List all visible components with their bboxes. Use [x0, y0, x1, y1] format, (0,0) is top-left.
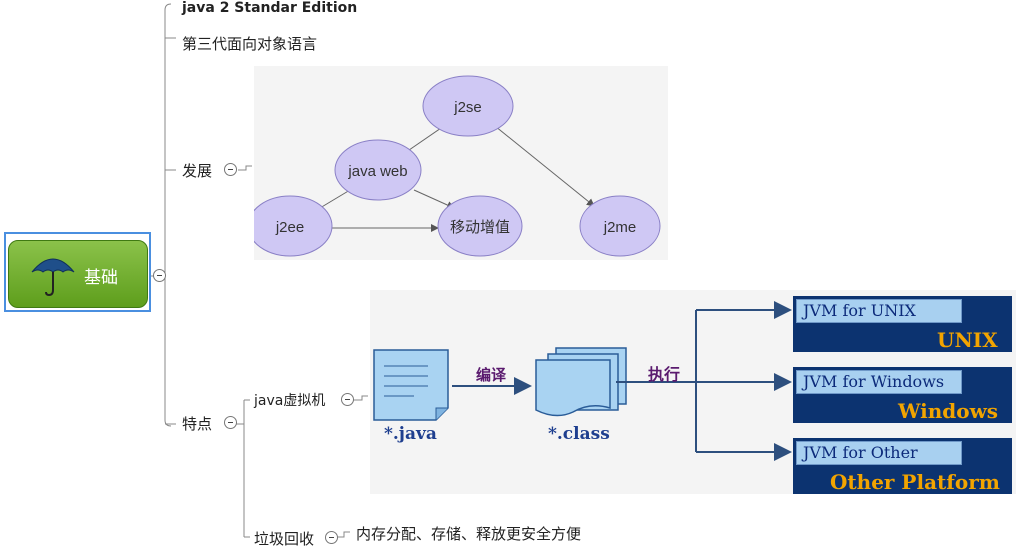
development-collapse-toggle[interactable] — [224, 163, 237, 176]
development-graph: j2se java web j2ee 移动增值 j2me — [254, 75, 661, 257]
class-files-icon — [535, 359, 611, 417]
features-collapse-toggle[interactable] — [224, 416, 237, 429]
graph-label-j2se: j2se — [453, 99, 482, 116]
branch-features: 特点 — [182, 415, 213, 433]
branch-subtitle: 第三代面向对象语言 — [182, 35, 318, 53]
graph-node-j2me — [579, 195, 661, 257]
gc-note: 内存分配、存储、释放更安全方便 — [356, 525, 582, 543]
gc-collapse-toggle[interactable] — [325, 531, 338, 544]
jvm-flow-diagram — [373, 301, 792, 461]
class-file-label: *.class — [548, 424, 610, 444]
java-file-label: *.java — [384, 424, 437, 444]
branch-title: java 2 Standar Edition — [182, 0, 358, 16]
root-node[interactable] — [8, 240, 148, 308]
jvm-collapse-toggle[interactable] — [341, 393, 354, 406]
jvm-windows-tag: JVM for Windows — [796, 370, 962, 394]
graph-node-j2se — [422, 75, 514, 137]
execute-label: 执行 — [648, 365, 681, 384]
root-label: 基础 — [84, 268, 118, 288]
graph-node-java-web — [334, 139, 422, 201]
branch-jvm: java虚拟机 — [254, 393, 326, 409]
root-collapse-toggle[interactable] — [153, 269, 166, 282]
root-node-selection — [4, 232, 151, 312]
graph-node-j2ee — [254, 195, 333, 257]
jvm-unix-os: UNIX — [937, 328, 998, 352]
graph-node-mobile — [437, 195, 523, 257]
branch-development: 发展 — [182, 162, 213, 180]
graph-label-j2me: j2me — [603, 219, 637, 236]
jvm-windows-os: Windows — [898, 399, 999, 423]
branch-gc: 垃圾回收 — [254, 530, 315, 548]
graph-label-mobile: 移动增值 — [450, 218, 510, 236]
jvm-other-tag: JVM for Other — [796, 441, 962, 465]
graph-label-java-web: java web — [347, 163, 407, 180]
graph-label-j2ee: j2ee — [275, 219, 304, 236]
compile-label: 编译 — [476, 366, 507, 384]
jvm-unix-tag: JVM for UNIX — [796, 299, 962, 323]
umbrella-icon — [31, 258, 75, 297]
jvm-other-os: Other Platform — [830, 470, 1000, 494]
